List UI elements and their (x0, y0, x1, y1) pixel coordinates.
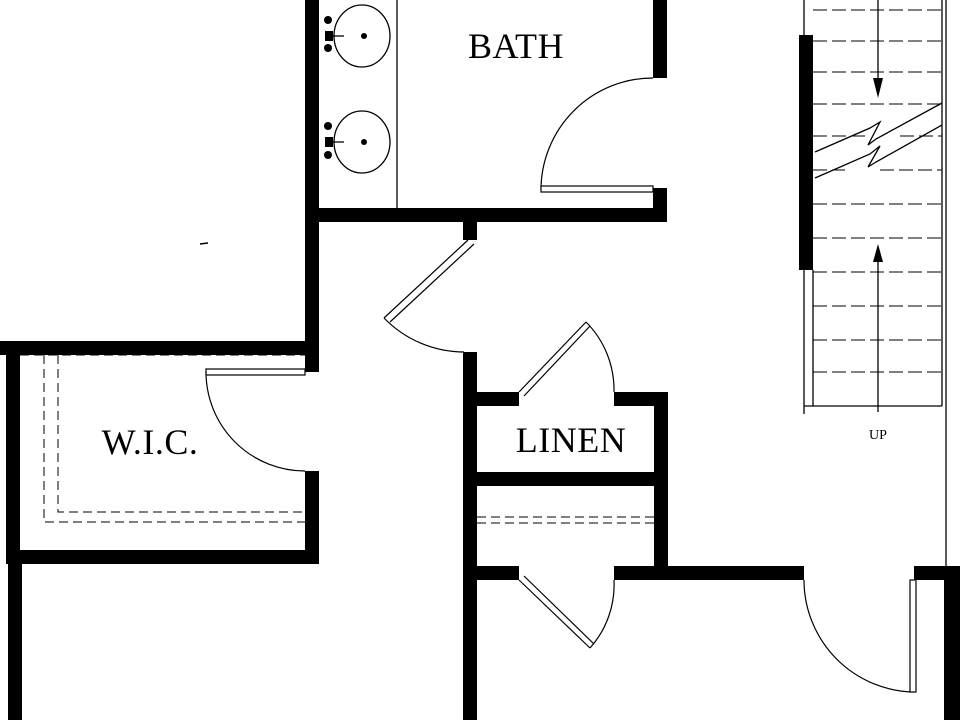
stair-direction-arrow (873, 0, 883, 412)
stair: UP (799, 0, 947, 566)
wic-right-wall-lower (305, 471, 319, 564)
stair-break-line (814, 102, 943, 179)
linen-door-lower[interactable] (518, 575, 615, 649)
bath-left-wall (305, 0, 319, 222)
right-exterior-wall (944, 566, 960, 720)
bath-room: BATH (305, 0, 667, 222)
bath-right-wall-upper (653, 0, 667, 78)
hall (305, 222, 477, 720)
wic-shelf-line (43, 355, 305, 523)
stair-rail-wall (799, 35, 813, 270)
sink-lower (324, 110, 391, 174)
bath-right-wall-lower (653, 188, 667, 222)
hall-left-wall (305, 222, 319, 372)
lower-left-wall (8, 564, 22, 720)
wic-bottom-wall (6, 550, 319, 564)
wic-label: W.I.C. (102, 422, 199, 462)
hall-closet-door[interactable] (383, 239, 475, 353)
wic-top-wall (0, 341, 319, 355)
wic-shelf-line (57, 355, 305, 513)
linen-bottom-wall-right (614, 566, 804, 580)
linen-shelf-divider (463, 472, 668, 486)
lower-room-door[interactable] (803, 579, 917, 693)
stair-up-label: UP (869, 428, 887, 443)
wic-left-wall (6, 341, 20, 564)
bath-door[interactable] (540, 77, 654, 193)
hall-door-jamb (463, 222, 477, 240)
linen-label: LINEN (516, 420, 626, 460)
wic-room: W.I.C. (0, 341, 319, 720)
sink-upper (324, 4, 391, 68)
lower-room (803, 566, 960, 720)
wic-door[interactable] (205, 368, 306, 472)
linen-top-wall-left (463, 392, 519, 406)
bath-label: BATH (468, 26, 564, 66)
bath-bottom-wall (305, 208, 667, 222)
linen-left-wall (463, 352, 477, 720)
linen-closet: LINEN (463, 321, 804, 649)
stray-mark (199, 242, 209, 245)
linen-door-upper[interactable] (518, 321, 615, 397)
wic-right-wall-upper (305, 341, 319, 371)
lower-right-wall-stub (914, 566, 946, 580)
linen-bottom-wall-left (463, 566, 519, 580)
